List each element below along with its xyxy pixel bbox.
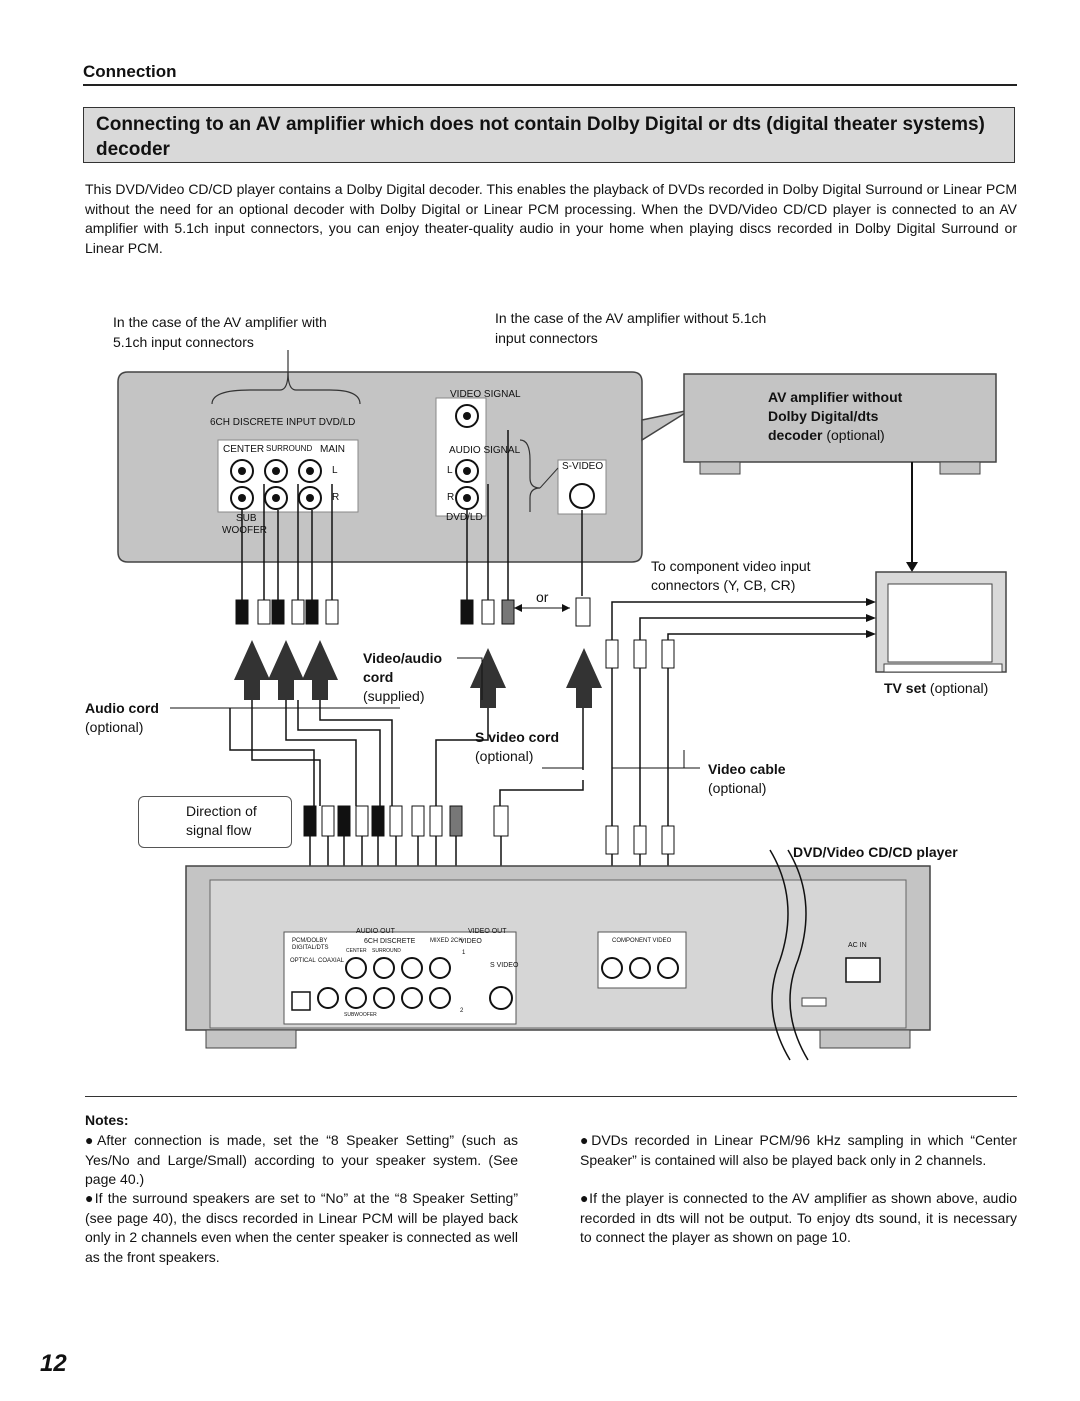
player-video-2: 2 — [460, 1008, 464, 1014]
player-video-1: 1 — [462, 950, 466, 956]
amp-dvd-ld-label: DVD/LD — [446, 512, 483, 523]
player-s-video: S VIDEO — [490, 962, 519, 969]
player-center: CENTER — [346, 948, 367, 954]
amp-woofer-label: WOOFER — [222, 525, 267, 536]
notes-heading: Notes: — [85, 1112, 129, 1128]
s-video-cord-label: S video cord — [475, 729, 560, 745]
notes-divider — [85, 1096, 1017, 1097]
audio-cord-note: (optional) — [85, 719, 144, 735]
amp-s-video-label: S-VIDEO — [562, 461, 604, 472]
note-right-1: ●DVDs recorded in Linear PCM/96 kHz samp… — [580, 1132, 1017, 1168]
audio-cord-label: Audio cord — [85, 700, 159, 716]
or-label: or — [536, 589, 549, 605]
video-audio-cord-note: (supplied) — [363, 688, 425, 704]
tv-label: TV set (optional) — [884, 680, 989, 696]
player-subwoofer: SUBWOOFER — [344, 1012, 377, 1018]
note-left-2: ●If the surround speakers are set to “No… — [85, 1190, 518, 1265]
s-video-cord-note: (optional) — [475, 748, 534, 764]
player-audio-out: AUDIO OUT — [356, 928, 395, 935]
player-6ch: 6CH DISCRETE — [364, 938, 416, 945]
amp-optional-line3: decoder (optional) — [768, 427, 885, 443]
player-label: DVD/Video CD/CD player — [793, 844, 958, 860]
page-number: 12 — [40, 1350, 67, 1377]
amp-l-label: L — [332, 465, 338, 476]
player-coaxial: COAXIAL — [318, 958, 345, 964]
note-left-1: ●After connection is made, set the “8 Sp… — [85, 1132, 518, 1187]
optional-amplifier — [683, 373, 997, 463]
player-pcm: PCM/DOLBY DIGITAL/DTS — [292, 938, 329, 951]
amp-main-label: MAIN — [320, 444, 345, 455]
caption-with-5-1ch: In the case of the AV amplifier with 5.1… — [113, 314, 327, 350]
player-optical: OPTICAL — [290, 958, 316, 964]
signal-flow-legend — [138, 796, 292, 848]
amp-optional-line1: AV amplifier without — [768, 389, 903, 405]
signal-flow-line1: Direction of — [186, 803, 257, 819]
caption-without-5-1ch: In the case of the AV amplifier without … — [495, 310, 767, 346]
video-cable-note: (optional) — [708, 780, 767, 796]
video-audio-cord-label-2: cord — [363, 669, 394, 685]
player-ac-in: AC IN — [848, 942, 867, 949]
signal-flow-line2: signal flow — [186, 822, 252, 838]
video-cable-label: Video cable — [708, 761, 786, 777]
component-caption-2: connectors (Y, CB, CR) — [651, 577, 796, 593]
component-caption-1: To component video input — [651, 558, 811, 574]
amp-center-label: CENTER — [223, 444, 265, 455]
video-audio-cord-label-1: Video/audio — [363, 650, 443, 666]
player-video-out: VIDEO OUT — [468, 928, 507, 935]
amp-audio-l-label: L — [447, 465, 453, 476]
amp-r-label: R — [332, 492, 340, 503]
player-surround: SURROUND — [372, 948, 401, 954]
amp-audio-r-label: R — [447, 492, 455, 503]
amp-audio-signal-label: AUDIO SIGNAL — [449, 445, 521, 456]
amp-video-signal-label: VIDEO SIGNAL — [450, 389, 521, 400]
note-right-2: ●If the player is connected to the AV am… — [580, 1190, 1017, 1245]
amp-sub-label: SUB — [236, 513, 257, 524]
amp-rear-panel-callout — [117, 371, 643, 563]
player-video: VIDEO — [460, 938, 482, 945]
amp-6ch-label: 6CH DISCRETE INPUT DVD/LD — [210, 417, 356, 428]
page-title: Connecting to an AV amplifier which does… — [83, 107, 1015, 163]
player-component: COMPONENT VIDEO — [612, 938, 672, 944]
section-label: Connection — [83, 62, 177, 81]
section-divider — [83, 84, 1017, 86]
amp-surround-label: SURROUND — [266, 444, 313, 453]
player-mixed: MIXED 2CH — [430, 938, 463, 944]
amp-optional-line2: Dolby Digital/dts — [768, 408, 879, 424]
intro-paragraph: This DVD/Video CD/CD player contains a D… — [85, 181, 1017, 256]
